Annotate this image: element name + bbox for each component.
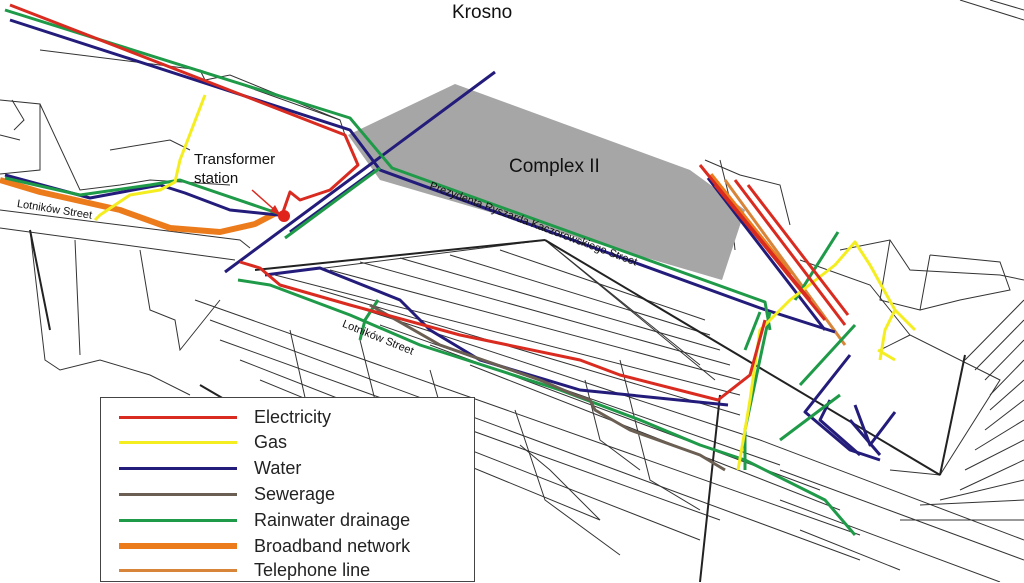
sewerage-network xyxy=(369,303,726,472)
legend-swatch xyxy=(119,518,237,522)
legend-label: Water xyxy=(254,458,302,478)
legend-item: Rainwater drainage xyxy=(101,508,473,533)
transformer-label-line1: Transformer xyxy=(194,151,276,168)
complex-ii-label: Complex II xyxy=(509,156,600,177)
legend-label: Sewerage xyxy=(254,484,336,504)
legend-swatch xyxy=(119,568,237,572)
legend-swatch xyxy=(119,440,237,444)
legend-swatch xyxy=(119,415,237,419)
legend-item: Water xyxy=(101,456,473,481)
telephone-line xyxy=(723,179,847,346)
transformer-station-marker xyxy=(278,210,290,222)
legend-item: Telephone line xyxy=(101,558,473,583)
legend-swatch xyxy=(119,466,237,470)
electricity-network xyxy=(9,3,850,402)
legend-swatch xyxy=(119,543,237,549)
legend-item: Broadband network xyxy=(101,534,473,559)
transformer-label-line2: station xyxy=(194,170,239,187)
legend-swatch xyxy=(119,492,237,496)
legend-label: Gas xyxy=(254,432,288,452)
transformer-label: Transformer station xyxy=(194,150,275,188)
legend-label: Broadband network xyxy=(254,536,411,556)
legend-item: Sewerage xyxy=(101,482,473,507)
legend-label: Rainwater drainage xyxy=(254,510,411,530)
legend-item: Electricity xyxy=(101,405,473,430)
map-title: Krosno xyxy=(452,2,513,23)
legend-label: Telephone line xyxy=(254,560,371,580)
transformer-arrow-head xyxy=(270,205,281,216)
legend-item: Gas xyxy=(101,430,473,455)
complex-ii-area xyxy=(348,84,745,280)
rainwater-drainage xyxy=(4,8,857,536)
legend-label: Electricity xyxy=(254,407,332,427)
map-legend: Electricity Gas Water Sewerage Rainwater… xyxy=(100,397,475,582)
